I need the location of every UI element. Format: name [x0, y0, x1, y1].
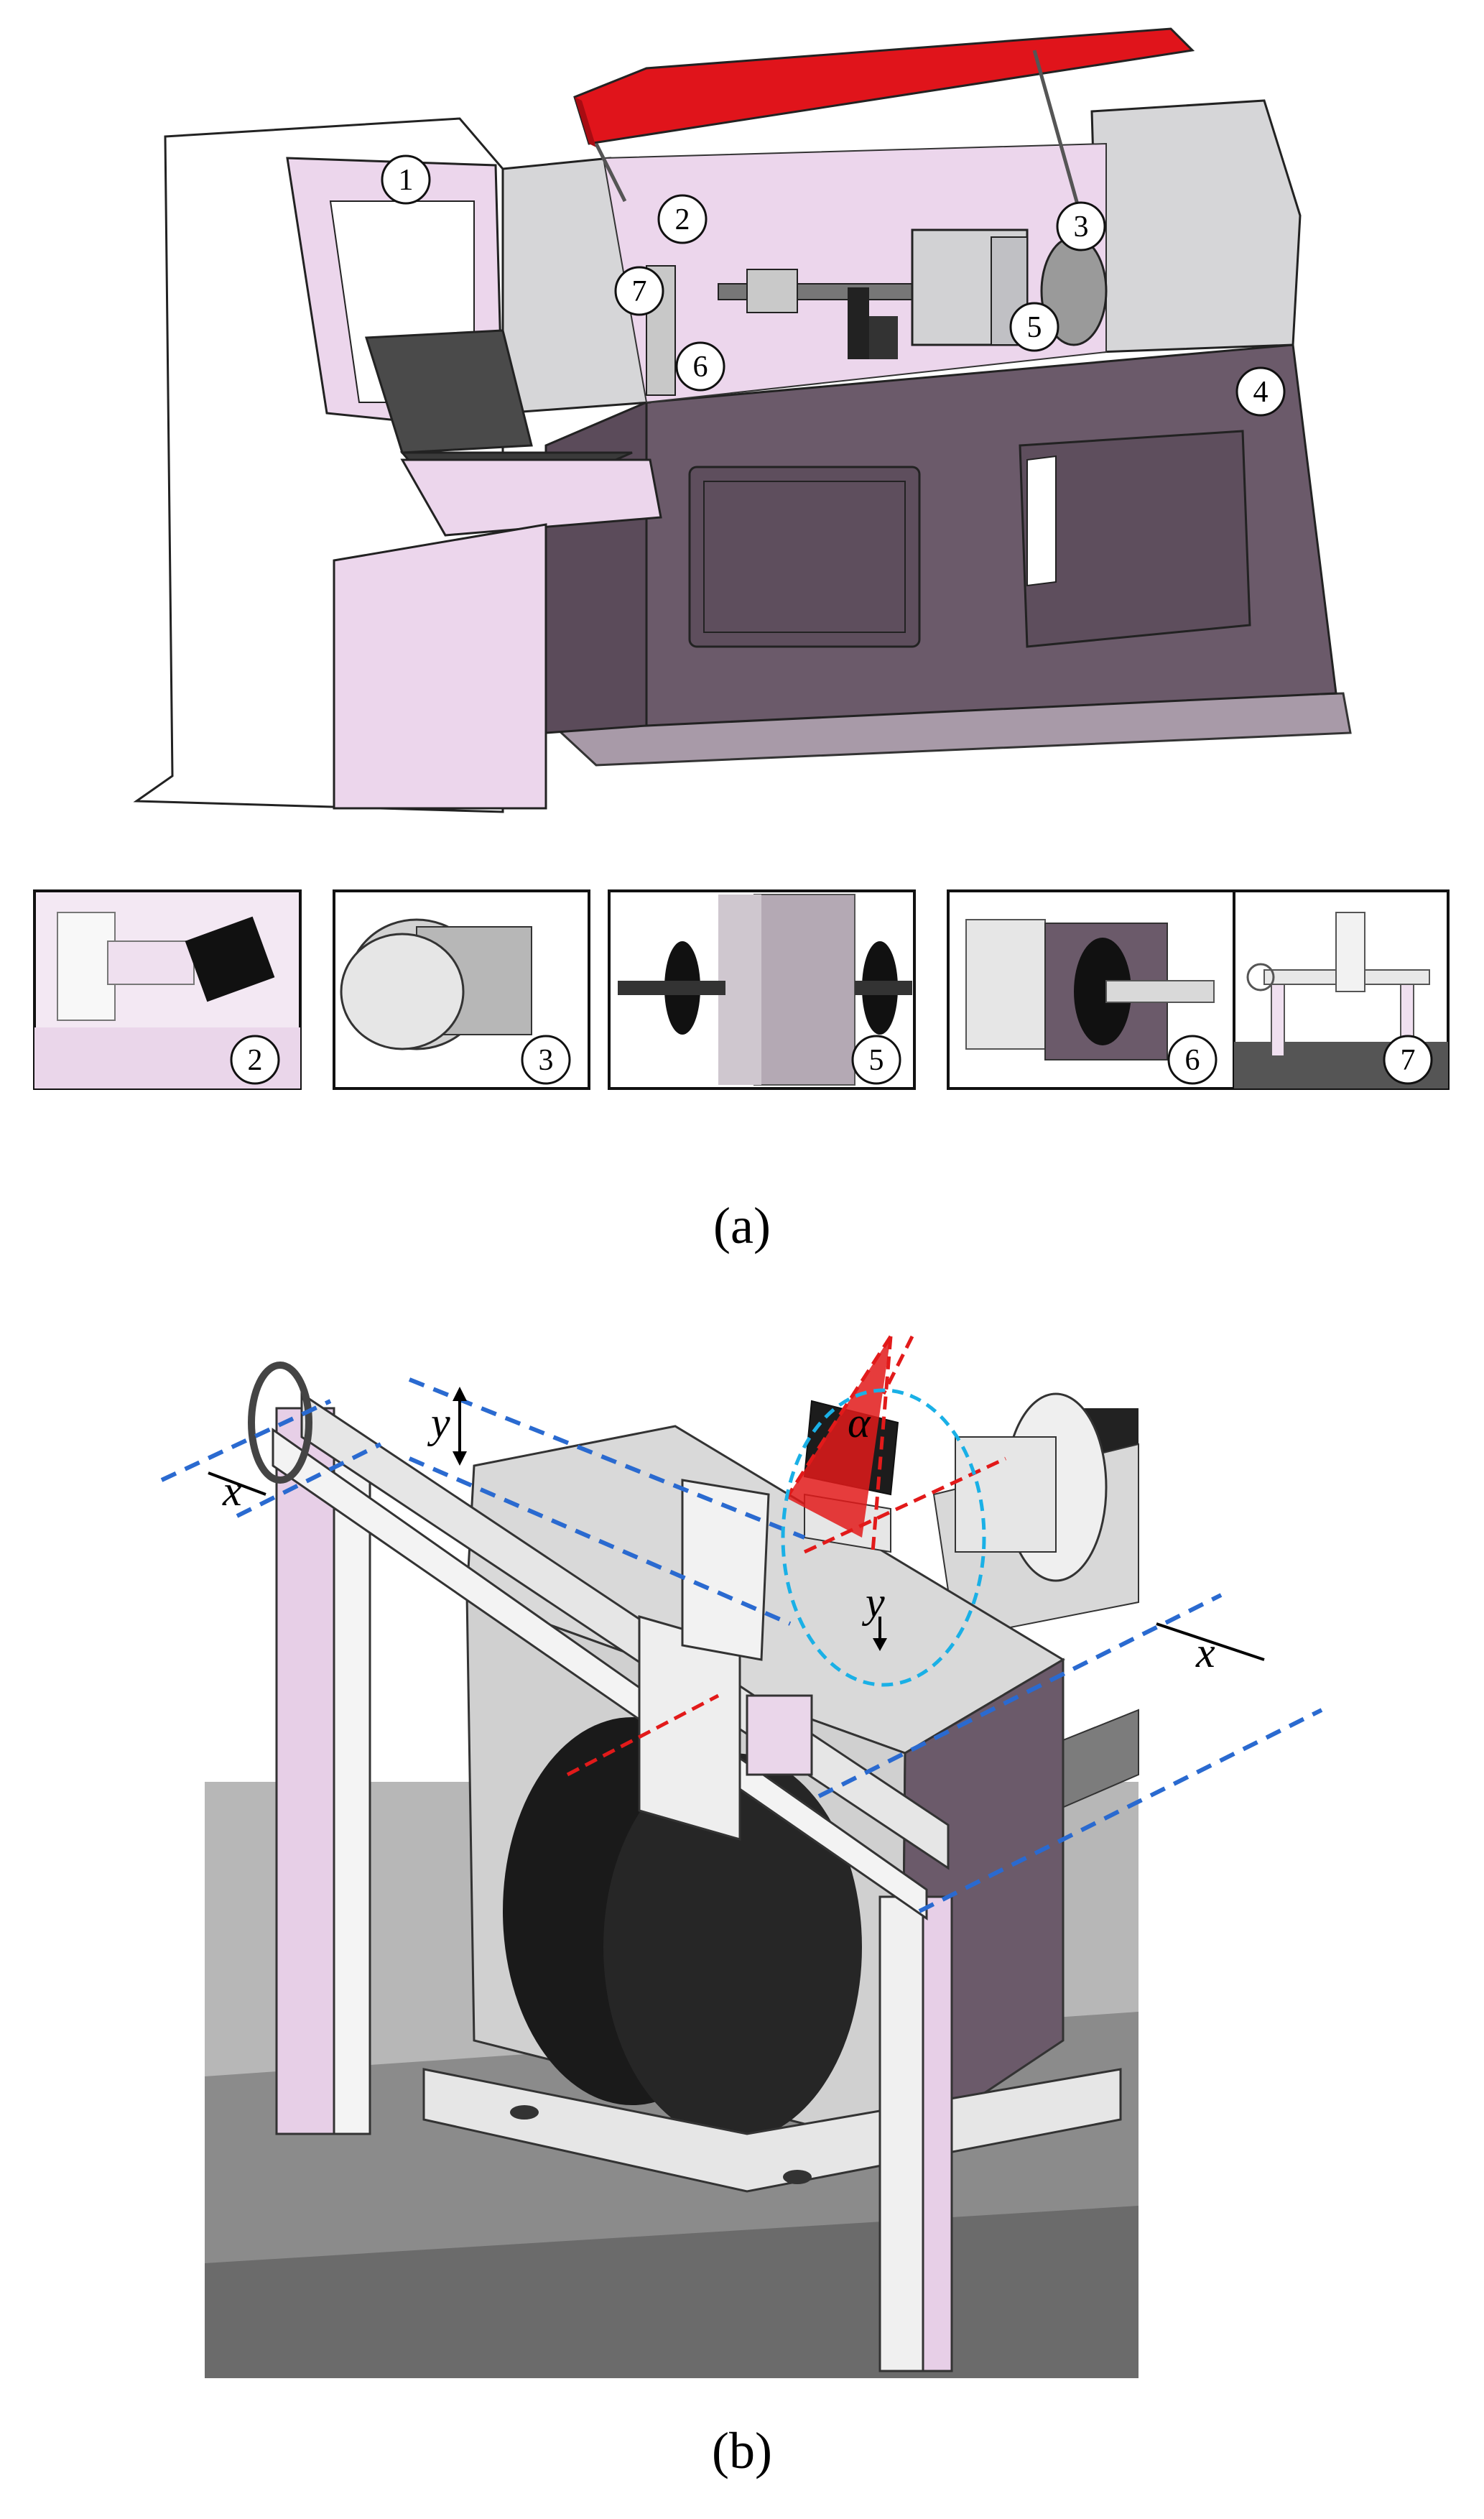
detail-views: 2 3 5 6 7 — [33, 889, 1450, 1090]
machine-illustration: 1 2 3 4 5 6 7 — [133, 27, 1352, 813]
detail-views-row: 2 3 5 6 7 — [0, 884, 1484, 1099]
detail-view-6: 6 — [947, 889, 1237, 1090]
handwheel — [248, 1362, 312, 1484]
svg-text:4: 4 — [1253, 376, 1269, 409]
detail-view-3: 3 — [333, 889, 590, 1090]
access-panel-right — [1019, 430, 1251, 648]
callout-6: 6 — [675, 341, 725, 392]
frame-leg-left — [275, 1407, 335, 2135]
laptop — [364, 329, 533, 454]
label-y-top: y — [427, 1399, 450, 1446]
svg-text:3: 3 — [539, 1044, 554, 1077]
label-y-center: y — [861, 1579, 885, 1626]
dimension-arrows — [208, 1387, 1265, 1661]
frame-leg-right — [878, 1895, 924, 2372]
svg-text:2: 2 — [675, 203, 690, 236]
right-housing — [1090, 99, 1302, 353]
access-panel-left — [688, 466, 921, 648]
detail-view-2: 2 — [33, 889, 302, 1090]
desk-shelf — [400, 458, 662, 537]
lower-shelf — [333, 523, 547, 810]
svg-text:2: 2 — [248, 1044, 263, 1077]
svg-text:3: 3 — [1074, 211, 1089, 244]
callout-2: 2 — [657, 194, 708, 244]
callout-1: 1 — [381, 154, 431, 205]
detail-view-5: 5 — [608, 889, 916, 1090]
svg-text:6: 6 — [1185, 1044, 1200, 1077]
svg-text:7: 7 — [632, 275, 647, 308]
alpha-wedge — [787, 1336, 891, 1538]
label-x-left: x — [222, 1467, 242, 1515]
panel-b: y x α y x — [0, 1322, 1484, 2385]
caption-b: (b) — [712, 2422, 772, 2479]
svg-text:1: 1 — [399, 164, 414, 197]
callout-7: 7 — [614, 266, 664, 316]
panel-a: 1 2 3 4 5 6 7 — [0, 0, 1484, 848]
svg-text:6: 6 — [693, 351, 708, 384]
caption-a: (a) — [713, 1197, 771, 1254]
highlight-ellipse — [781, 1388, 986, 1687]
callout-3: 3 — [1056, 201, 1106, 251]
callout-5: 5 — [1009, 302, 1059, 352]
fixture-illustration: y x α y x — [160, 1335, 1323, 2378]
reference-lines — [160, 1377, 1323, 1913]
callout-4: 4 — [1235, 366, 1286, 417]
label-x-right: x — [1195, 1629, 1215, 1676]
svg-text:5: 5 — [1027, 311, 1042, 344]
svg-text:5: 5 — [869, 1044, 884, 1077]
svg-text:7: 7 — [1401, 1044, 1416, 1077]
label-alpha: α — [848, 1399, 871, 1446]
detail-view-7: 7 — [1233, 889, 1450, 1090]
